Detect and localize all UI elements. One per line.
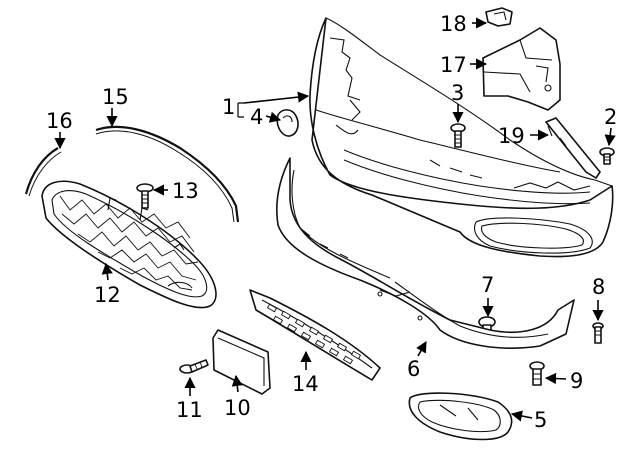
callout-11: 11 — [176, 398, 203, 422]
bumper-cover-part — [309, 17, 614, 258]
callout-8: 8 — [592, 275, 605, 299]
side-trim-strip-part — [24, 147, 62, 197]
callout-4: 4 — [250, 105, 263, 129]
callout-16: 16 — [46, 109, 73, 133]
lower-grille-part — [249, 289, 381, 381]
callout-9: 9 — [570, 369, 583, 393]
callout-13: 13 — [172, 179, 199, 203]
callout-10: 10 — [224, 396, 251, 420]
callout-5: 5 — [534, 408, 547, 432]
callout-15: 15 — [102, 85, 129, 109]
tow-hook-cover-part — [276, 109, 299, 137]
lower-bumper-panel-part — [275, 157, 575, 349]
callout-18: 18 — [440, 12, 467, 36]
callout-2: 2 — [604, 105, 617, 129]
screw-part-3 — [450, 123, 466, 148]
callout-1: 1 — [222, 95, 235, 119]
bolt-part-2 — [599, 147, 615, 165]
clip-part-18 — [485, 7, 513, 27]
callout-labels: 1 2 3 4 5 6 7 8 9 10 11 12 13 14 15 16 1… — [46, 12, 617, 432]
bracket-duct-part — [482, 27, 561, 111]
callout-19: 19 — [498, 124, 525, 148]
callout-7: 7 — [481, 273, 494, 297]
callout-17: 17 — [440, 53, 467, 77]
fog-lamp-bezel-part — [408, 392, 513, 441]
callout-14: 14 — [292, 372, 319, 396]
grille-trim-strip-part — [95, 125, 240, 223]
leader-lines — [54, 17, 616, 422]
license-bracket-part — [212, 329, 271, 395]
callout-3: 3 — [451, 81, 464, 105]
screw-part-13 — [136, 183, 154, 209]
support-bracket-part — [545, 117, 601, 179]
callout-6: 6 — [407, 357, 420, 381]
clip-part-8 — [592, 322, 604, 344]
screw-part-11 — [179, 359, 209, 374]
callout-12: 12 — [94, 283, 121, 307]
clip-part-9 — [529, 361, 545, 386]
